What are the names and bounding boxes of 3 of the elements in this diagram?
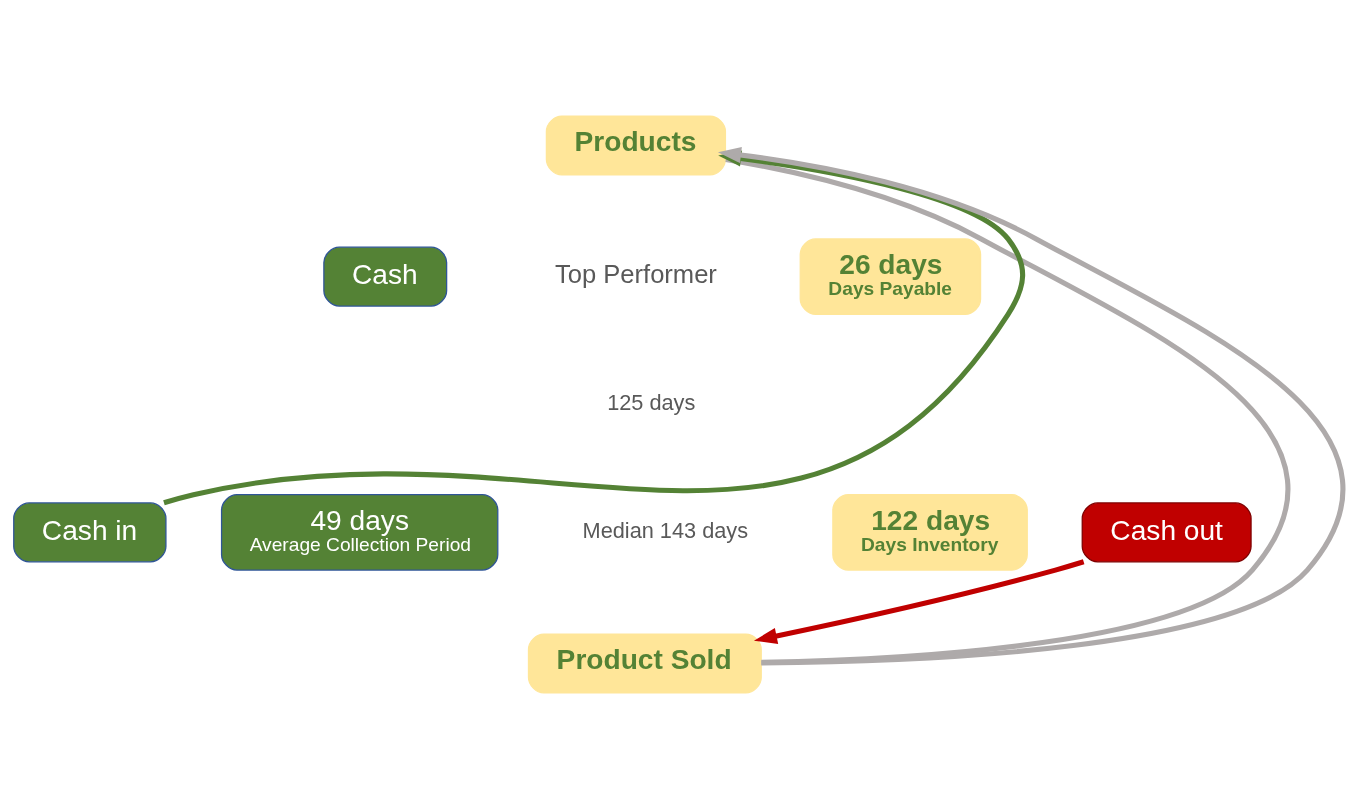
label: Median 143 days xyxy=(582,517,749,543)
label: 125 days xyxy=(607,389,696,415)
label: Top Performer xyxy=(554,260,717,289)
